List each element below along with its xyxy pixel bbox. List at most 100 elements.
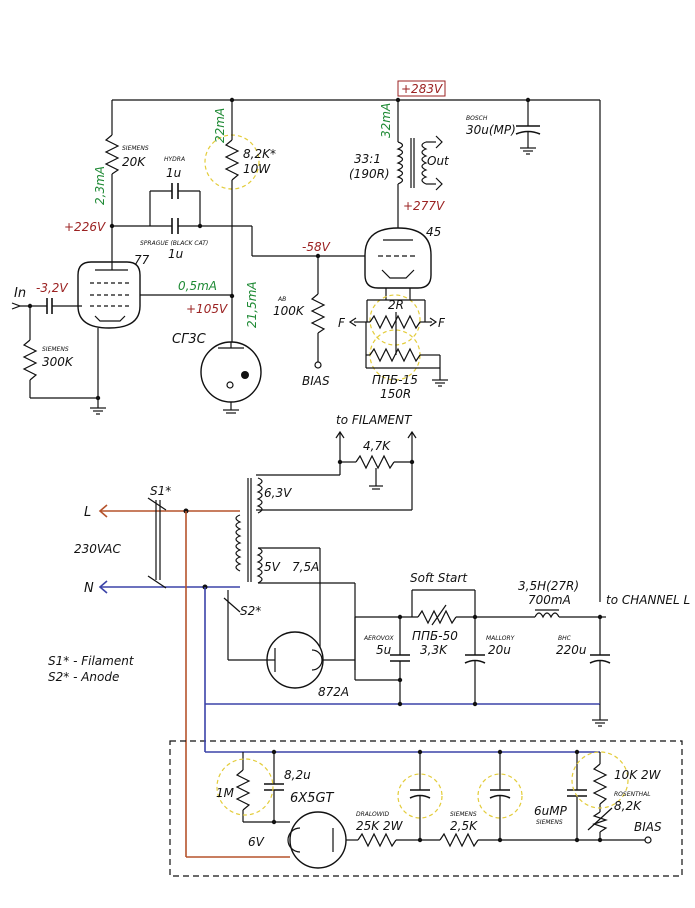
hydra-value: 1u (166, 166, 182, 180)
resistor-8k2-value: 8,2K* (243, 147, 276, 161)
legend-s1: S1* - Filament (48, 654, 135, 668)
dralowid-brand: DRALOWID (356, 811, 389, 818)
filament-pot (256, 430, 417, 511)
voltage-105: +105V (186, 302, 228, 316)
out-label: Out (427, 154, 450, 168)
filament-network (348, 299, 448, 387)
rosenthal-brand: ROSENTHAL (614, 791, 651, 798)
current-21-5ma: 21,5mA (245, 281, 259, 328)
sprague-brand: SPRAGUE (BLACK CAT) (140, 240, 208, 247)
voltage-neg58: -58V (302, 240, 331, 254)
resistor-8k2-10w (224, 100, 240, 342)
sec-6-3v: 6,3V (264, 486, 292, 500)
bias-r-25k: 25K 2W (356, 819, 404, 833)
legend-s2: S2* - Anode (48, 670, 119, 684)
tube-77 (77, 261, 232, 329)
aerovox-brand: AEROVOX (363, 635, 394, 642)
tube-77-label: 77 (134, 253, 150, 267)
bias-supply-box (169, 740, 683, 877)
line-l: L (84, 505, 91, 520)
rectifier-872a: 872A (318, 685, 349, 699)
resistor-8k2-watt: 10W (243, 162, 271, 176)
voltage-neg3-2: -3,2V (36, 281, 68, 295)
filament-f-right: F (438, 316, 446, 330)
ot-ratio: 33:1 (354, 152, 381, 166)
b-plus-box (397, 80, 446, 97)
soft-start-resistor: 3,3K (420, 643, 448, 657)
current-0-5ma: 0,5mA (178, 279, 217, 293)
hum-pot-value: 2R (388, 298, 404, 312)
grid-leak-value: 100K (273, 304, 305, 318)
bias-c-6u: 6uMP (534, 804, 568, 818)
line-n: N (84, 581, 94, 596)
bosch-capacitor (515, 100, 541, 155)
bias-r-1m: 1M (216, 786, 235, 800)
input-network (11, 298, 106, 415)
choke-value: 3,5H(27R) (518, 579, 579, 593)
bias-siemens-brand: SIEMENS (450, 811, 477, 818)
anode-switch-and-rectifier (223, 590, 356, 689)
hydra-brand: HYDRA (164, 156, 185, 163)
switch-s1: S1* (150, 484, 171, 498)
tube-45-label: 45 (426, 225, 441, 239)
soft-start-label: Soft Start (410, 571, 468, 585)
sec-5v: 5V (264, 560, 281, 574)
ppb15-label: ППБ-15 (372, 373, 418, 387)
current-32ma: 32mA (379, 103, 393, 138)
cathode-resistor-value: 150R (380, 387, 411, 401)
mallory-value: 20u (488, 643, 511, 657)
bias-label-top: BIAS (302, 374, 330, 388)
bhc-brand: BHC (558, 635, 572, 642)
bias-c-6u-brand: SIEMENS (536, 819, 563, 826)
current-22ma: 22mA (213, 108, 227, 143)
voltage-226: +226V (64, 220, 106, 234)
ot-resistance: (190R) (349, 167, 390, 181)
choke-current: 700mA (528, 593, 571, 607)
filament-pot-value: 4,7K (363, 439, 391, 453)
vr-tube (200, 341, 262, 414)
coupling-capacitors (112, 183, 365, 259)
bias-r-2-5k: 2,5K (450, 819, 478, 833)
bias-halo-4 (571, 751, 629, 809)
voltage-277: +277V (403, 199, 445, 213)
to-filament-label: to FILAMENT (336, 413, 413, 427)
switch-s2: S2* (240, 604, 261, 618)
ppb50-label: ППБ-50 (412, 629, 458, 643)
bias-tube-label: 6X5GT (290, 791, 335, 806)
aerovox-value: 5u (376, 643, 392, 657)
mains-input (98, 497, 240, 594)
sec-5v-current: 7,5A (292, 560, 319, 574)
bias-r-8-2k: 8,2K (614, 799, 642, 813)
mallory-brand: MALLORY (486, 635, 516, 642)
bias-supply (204, 704, 652, 869)
to-channel-label: to CHANNEL L (606, 593, 690, 607)
grid-resistor-value: 300K (42, 355, 74, 369)
bias-r-10k: 10K 2W (614, 768, 662, 782)
bias-c-8-2u: 8,2u (284, 768, 311, 782)
plate-resistor-20k (104, 100, 120, 270)
bias-halo-2 (397, 773, 443, 819)
bias-out-label: BIAS (634, 820, 662, 834)
vr-tube-label: СГ3С (172, 332, 207, 347)
tube-45 (364, 227, 432, 300)
current-2-3ma: 2,3mA (93, 166, 107, 205)
plate-resistor-value: 20K (122, 155, 146, 169)
bias-halo-3 (477, 773, 523, 819)
bias-filament-6v: 6V (248, 835, 265, 849)
grid-resistor-brand: SIEMENS (42, 346, 69, 353)
plate-resistor-brand: SIEMENS (122, 145, 149, 152)
bosch-brand: BOSCH (466, 115, 488, 122)
grid-leak-100k (310, 256, 326, 369)
bias-halo-1 (216, 758, 274, 816)
bosch-value: 30u(MP) (466, 123, 516, 137)
output-transformer (396, 100, 443, 230)
filament-f-left: F (338, 316, 346, 330)
grid-leak-brand: AB (277, 296, 286, 303)
filter-section (204, 587, 611, 727)
input-label: In (14, 286, 26, 301)
sprague-value: 1u (168, 247, 184, 261)
hum-pot-halo (369, 294, 421, 346)
b-plus-voltage: +283V (401, 82, 443, 96)
bhc-value: 220u (556, 643, 587, 657)
